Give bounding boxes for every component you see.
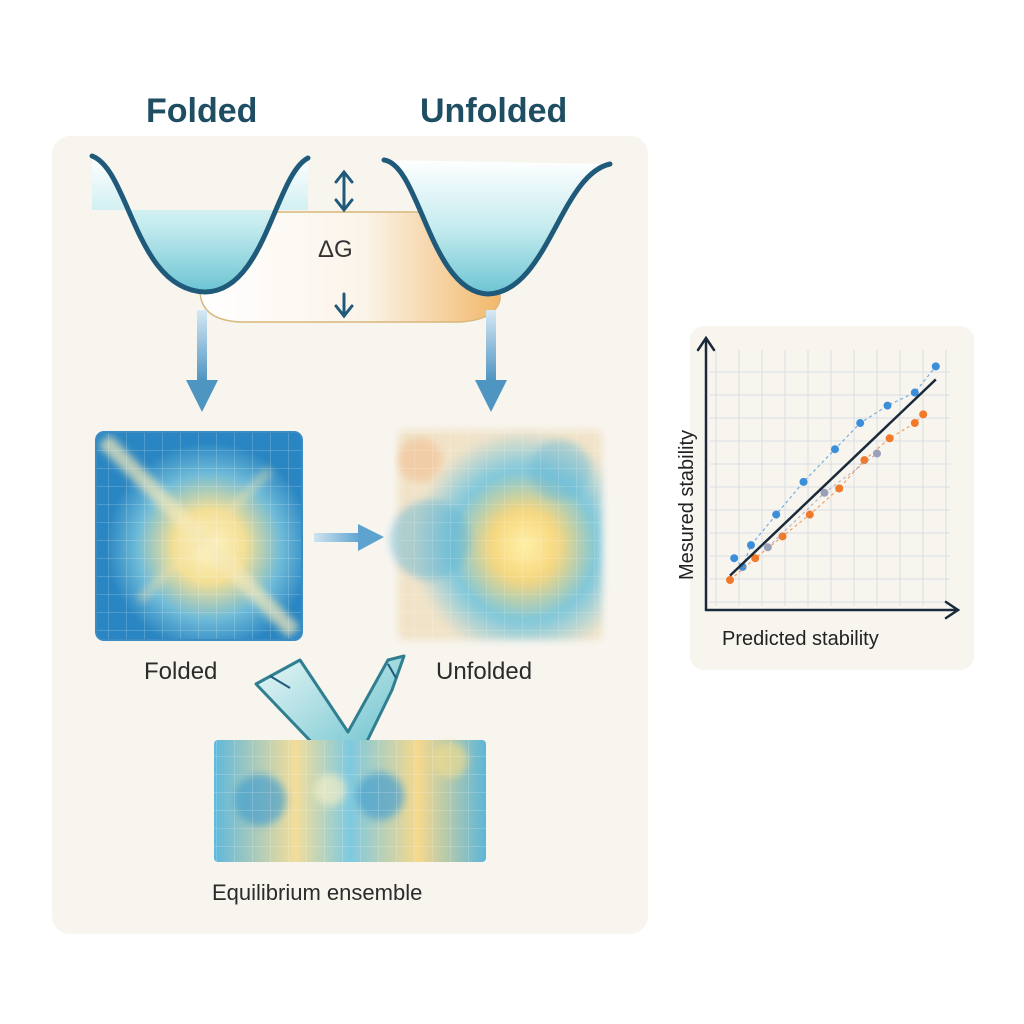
data-point [751, 554, 760, 563]
data-point [910, 388, 919, 397]
data-point [805, 510, 814, 519]
data-point [831, 445, 839, 454]
data-point [763, 543, 772, 552]
data-point [885, 434, 894, 443]
data-point [835, 484, 844, 493]
data-point [772, 510, 781, 519]
right-panel [690, 326, 974, 670]
data-point [919, 410, 928, 419]
title-folded: Folded [146, 92, 258, 130]
unfolded-well-fill [384, 160, 610, 294]
folded-well-fill [92, 156, 308, 292]
fit-line [729, 378, 937, 577]
data-point [747, 541, 755, 550]
data-point [726, 576, 734, 584]
data-point [860, 456, 869, 465]
series-trace-0 [733, 365, 937, 569]
barrier-band [199, 211, 501, 323]
folded-map-label: Folded [144, 658, 218, 685]
scatter-axes [696, 335, 961, 620]
data-point [873, 449, 881, 458]
data-point [799, 477, 808, 486]
delta-g-arrows [334, 169, 354, 319]
delta-g-label: ΔG [318, 236, 353, 263]
unfolded-well-curve [381, 157, 613, 297]
folded-well-curve [89, 153, 311, 295]
folded-contact-map [95, 431, 303, 641]
x-axis-arrow [944, 600, 961, 620]
ensemble-map [214, 740, 486, 862]
down-arrow-folded [186, 310, 218, 412]
data-point [820, 488, 829, 497]
data-point [931, 362, 940, 371]
series-trace-1 [729, 413, 924, 581]
unfolded-map-label: Unfolded [436, 658, 533, 685]
data-point [883, 401, 892, 410]
data-point [856, 419, 865, 428]
x-axis-label: Predicted stability [722, 628, 879, 650]
unfolded-contact-map [390, 430, 602, 640]
title-unfolded: Unfolded [420, 92, 568, 130]
y-axis-arrow [696, 335, 716, 352]
data-point [730, 554, 739, 563]
down-arrow-unfolded [475, 310, 507, 412]
data-point [910, 419, 919, 428]
y-axis-label: Mesured stability [676, 429, 698, 580]
ensemble-label: Equilibrium ensemble [212, 880, 423, 905]
transition-arrow [314, 524, 384, 551]
